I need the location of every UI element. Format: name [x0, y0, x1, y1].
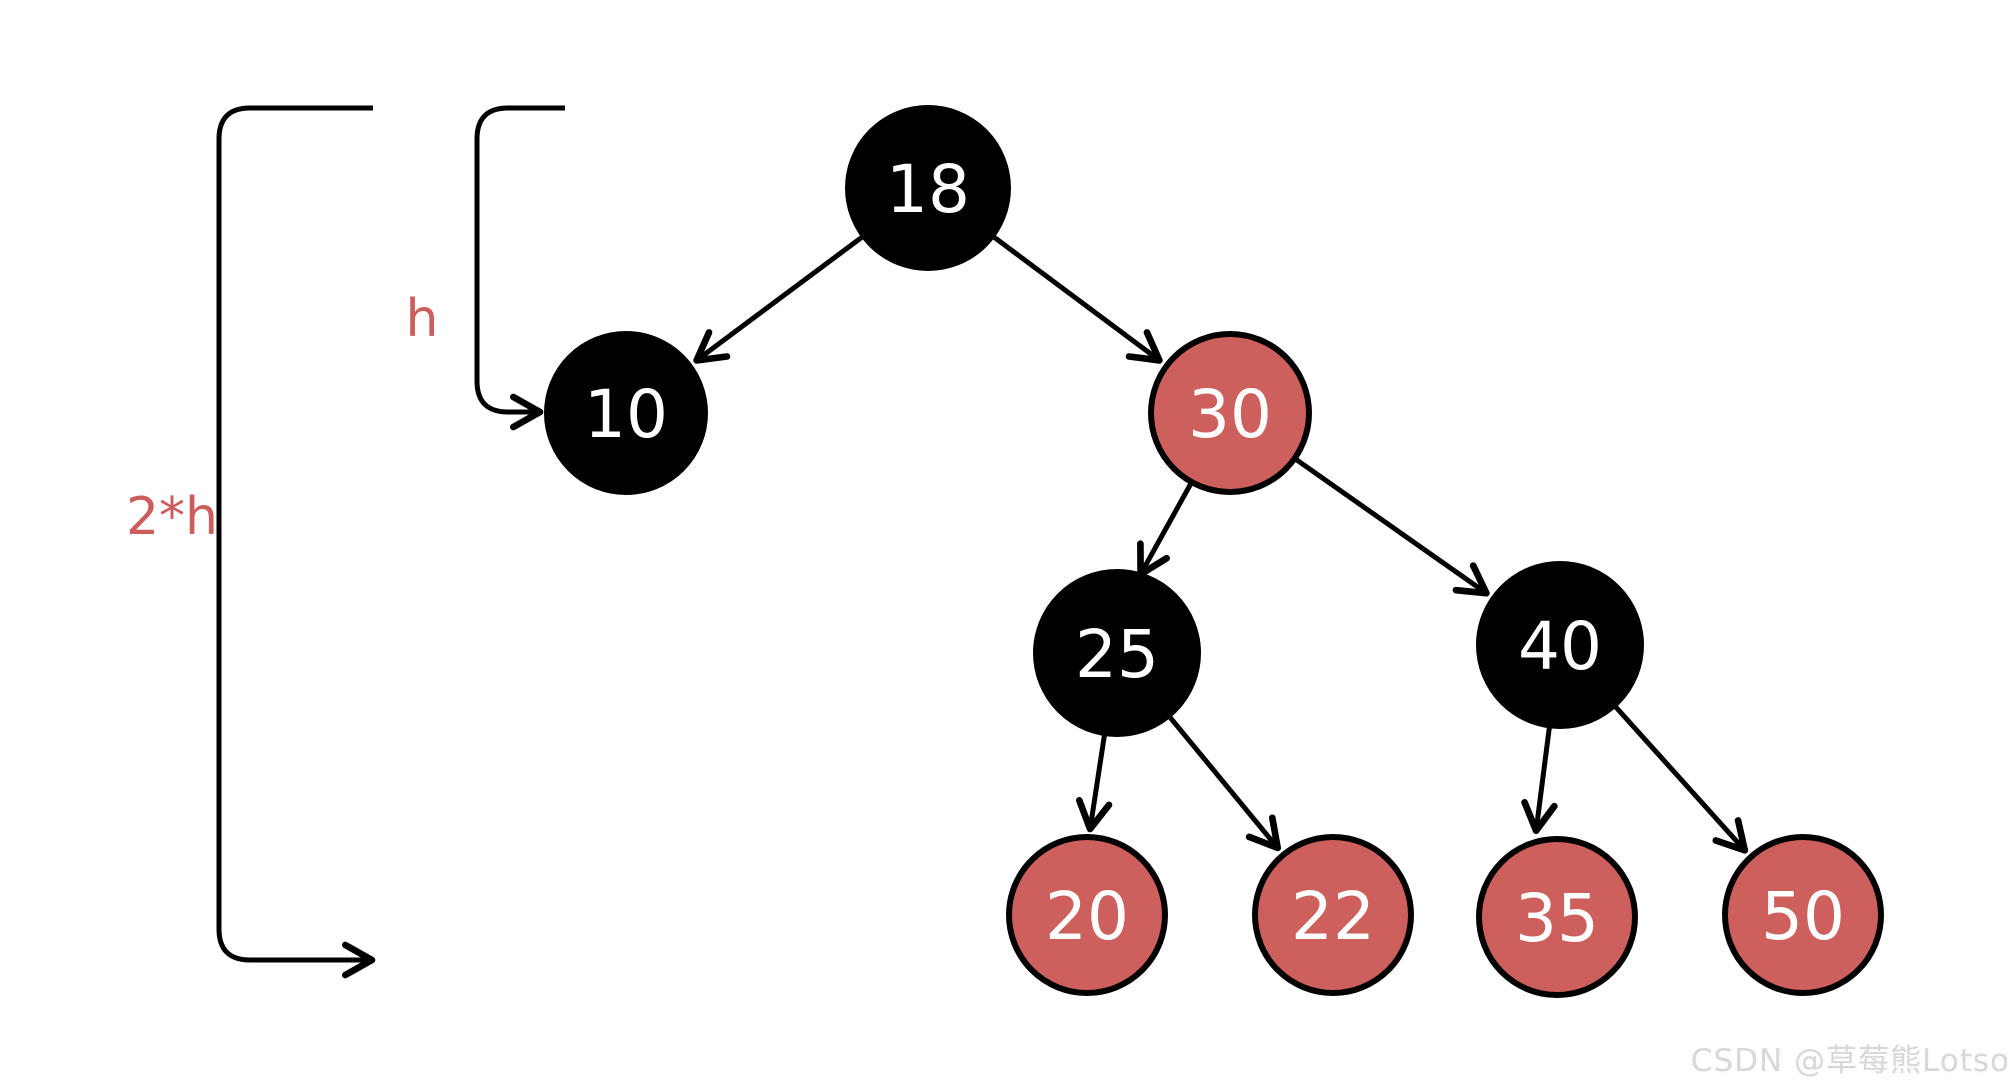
node-label-30: 30 — [1188, 376, 1272, 453]
node-label-10: 10 — [584, 376, 668, 453]
node-label-35: 35 — [1515, 880, 1599, 957]
edge-25-20 — [1075, 733, 1113, 833]
tree-node-50: 50 — [1722, 834, 1884, 996]
node-label-22: 22 — [1291, 878, 1375, 955]
edge-18-30 — [991, 234, 1163, 364]
node-circle-18 — [845, 105, 1011, 271]
inner-bracket-label: h — [406, 289, 439, 349]
node-circle-35 — [1476, 836, 1638, 998]
node-circle-30 — [1148, 331, 1312, 495]
edge-40-35 — [1521, 725, 1558, 835]
node-circle-50 — [1722, 834, 1884, 996]
outer-height-bracket — [216, 105, 376, 979]
edge-18-10 — [693, 234, 865, 364]
tree-edges — [693, 234, 1749, 854]
edge-40-50 — [1613, 704, 1749, 854]
tree-node-18: 18 — [845, 105, 1011, 271]
tree-nodes: 18 10 30 25 40 20 22 35 50 — [544, 105, 1884, 998]
node-circle-10 — [544, 331, 708, 495]
node-label-18: 18 — [886, 151, 970, 228]
tree-node-10: 10 — [544, 331, 708, 495]
node-circle-20 — [1006, 834, 1168, 996]
tree-node-25: 25 — [1033, 569, 1201, 737]
watermark: CSDN @草莓熊Lotso — [1690, 1043, 2010, 1079]
tree-node-20: 20 — [1006, 834, 1168, 996]
tree-node-30: 30 — [1148, 331, 1312, 495]
node-label-25: 25 — [1075, 616, 1159, 693]
node-label-50: 50 — [1761, 878, 1845, 955]
edge-30-25 — [1137, 481, 1194, 578]
tree-node-22: 22 — [1252, 834, 1414, 996]
node-label-20: 20 — [1045, 878, 1129, 955]
tree-node-35: 35 — [1476, 836, 1638, 998]
tree-node-40: 40 — [1476, 561, 1644, 729]
edge-25-22 — [1167, 714, 1282, 852]
node-label-40: 40 — [1518, 608, 1602, 685]
node-circle-40 — [1476, 561, 1644, 729]
inner-height-bracket — [474, 105, 565, 431]
node-circle-25 — [1033, 569, 1201, 737]
edge-30-40 — [1293, 456, 1490, 597]
outer-bracket-label: 2*h — [126, 487, 218, 547]
node-circle-22 — [1252, 834, 1414, 996]
